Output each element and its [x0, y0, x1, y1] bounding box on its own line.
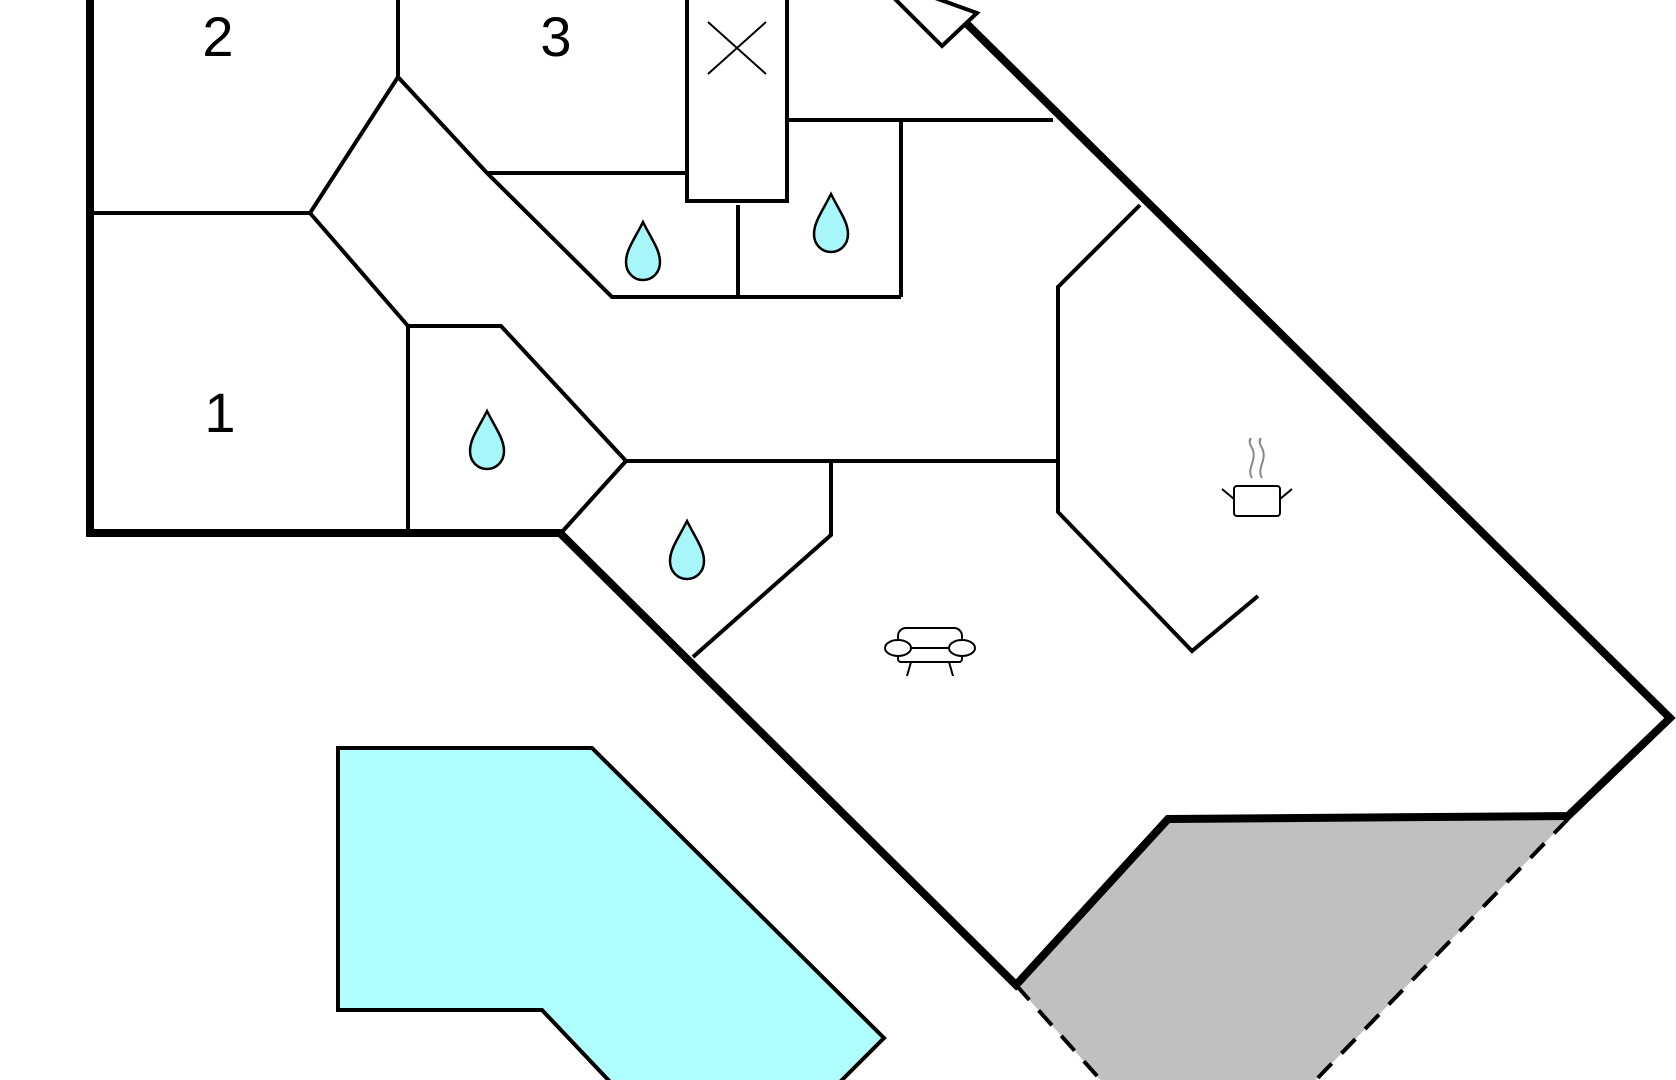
entrance-door — [893, 0, 981, 49]
terrace — [1016, 819, 1568, 1080]
sofa-icon — [884, 627, 976, 677]
room-label-2: 2 — [202, 5, 233, 68]
cooking-pot-icon — [1221, 437, 1293, 517]
water-drop-icon — [812, 192, 850, 254]
stair-void — [685, 0, 789, 203]
cross-icon — [707, 21, 767, 75]
exterior-wall — [86, 0, 1676, 991]
terrace-dashed-edge — [1014, 817, 1570, 1080]
interior-walls — [90, 0, 1260, 659]
swimming-pool — [336, 746, 887, 1080]
room-label-3: 3 — [540, 5, 571, 68]
water-drop-icon — [468, 409, 506, 471]
water-drop-icon — [624, 220, 662, 282]
room-label-1: 1 — [204, 381, 235, 444]
water-drop-icon — [668, 519, 706, 581]
